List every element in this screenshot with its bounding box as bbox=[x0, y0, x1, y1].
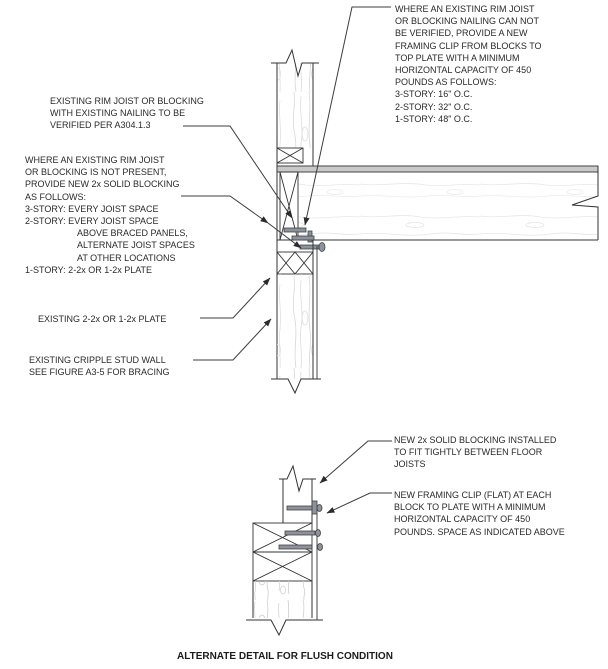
lag-screw bbox=[299, 244, 320, 250]
cripple-wall-plates bbox=[276, 251, 314, 275]
label-alt-blocking: NEW 2x SOLID BLOCKING INSTALLED TO FIT T… bbox=[394, 435, 557, 470]
upper-stud-wall bbox=[271, 48, 319, 379]
stud-wall-below bbox=[246, 505, 323, 637]
alt-leader-lines bbox=[319, 440, 392, 514]
leader-new-blocking-2 bbox=[267, 222, 302, 249]
break-line-right bbox=[571, 166, 599, 240]
top-plates bbox=[276, 147, 304, 164]
leader-existing-rim-joist bbox=[183, 125, 293, 219]
leader-clip-spacing bbox=[303, 6, 391, 226]
break-line-top bbox=[271, 48, 319, 78]
flat-framing-clips bbox=[278, 500, 323, 551]
framing-clips bbox=[283, 227, 326, 252]
label-new-blocking: WHERE AN EXISTING RIM JOIST OR BLOCKING … bbox=[25, 155, 195, 275]
break-line-bottom bbox=[271, 378, 321, 395]
leader-alt-blocking bbox=[319, 440, 392, 484]
break-line-bottom bbox=[246, 619, 323, 637]
leader-lines bbox=[181, 6, 391, 361]
label-existing-plate: EXISTING 2-2x OR 1-2x PLATE bbox=[38, 314, 167, 324]
cripple-stud-wall bbox=[271, 240, 321, 395]
label-existing-rim-joist: EXISTING RIM JOIST OR BLOCKING WITH EXIS… bbox=[50, 96, 204, 131]
leader-cripple-wall bbox=[193, 318, 272, 361]
alternate-detail bbox=[246, 440, 392, 637]
new-solid-blocking bbox=[279, 464, 316, 523]
drawing-caption: ALTERNATE DETAIL FOR FLUSH CONDITION bbox=[177, 651, 393, 662]
screw-head bbox=[317, 543, 323, 551]
screw-head bbox=[316, 504, 323, 512]
floor-joist bbox=[277, 166, 599, 241]
leader-alt-clip bbox=[326, 492, 392, 514]
screw-head bbox=[315, 529, 321, 537]
label-alt-clip: NEW FRAMING CLIP (FLAT) AT EACH BLOCK TO… bbox=[394, 490, 565, 537]
label-cripple-wall: EXISTING CRIPPLE STUD WALL SEE FIGURE A3… bbox=[29, 355, 170, 378]
subfloor bbox=[276, 165, 599, 173]
leader-new-blocking bbox=[181, 195, 269, 224]
leader-existing-plate bbox=[200, 277, 271, 319]
screw-head bbox=[318, 242, 326, 252]
main-detail bbox=[181, 6, 599, 395]
label-clip-spacing: WHERE AN EXISTING RIM JOIST OR BLOCKING … bbox=[395, 4, 542, 124]
break-line-top bbox=[279, 464, 316, 493]
